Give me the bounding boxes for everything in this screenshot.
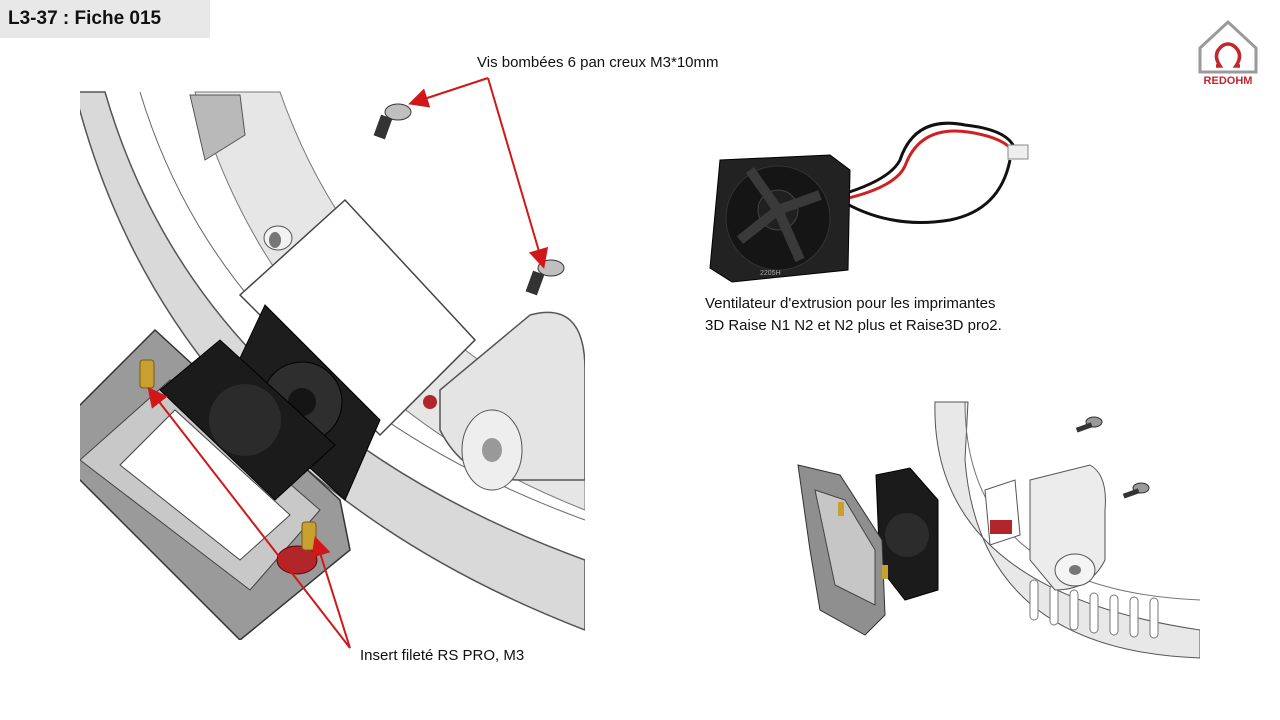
screws-callout: Vis bombées 6 pan creux M3*10mm xyxy=(477,54,719,71)
screw-top xyxy=(373,103,412,140)
title-box: L3-37 : Fiche 015 xyxy=(0,0,210,38)
fan-description-line1: Ventilateur d'extrusion pour les imprima… xyxy=(705,295,996,312)
insert-callout: Insert fileté RS PRO, M3 xyxy=(360,647,525,664)
threaded-insert-bottom xyxy=(301,521,317,551)
fan-description: Ventilateur d'extrusion pour les imprima… xyxy=(705,293,1002,337)
exploded-screw-top xyxy=(1075,416,1103,433)
threaded-insert-top xyxy=(139,359,155,389)
fan-description-line2: 3D Raise N1 N2 et N2 plus et Raise3D pro… xyxy=(705,317,1002,334)
ring-band xyxy=(80,91,585,631)
house-omega-icon xyxy=(1198,19,1258,74)
page-title: L3-37 : Fiche 015 xyxy=(8,8,162,29)
exploded-cad-view xyxy=(797,401,1200,659)
exploded-screw-bottom xyxy=(1122,482,1150,499)
screw-bottom xyxy=(525,259,565,296)
fan-photo: 2205H xyxy=(709,121,1029,283)
main-cad-illustration xyxy=(80,91,585,640)
fan-connector xyxy=(1007,144,1029,160)
logo-text: REDOHM xyxy=(1204,75,1253,87)
redohm-logo: REDOHM xyxy=(1198,19,1258,87)
exploded-ring xyxy=(934,401,1200,659)
fan-model-text: 2205H xyxy=(760,270,781,277)
